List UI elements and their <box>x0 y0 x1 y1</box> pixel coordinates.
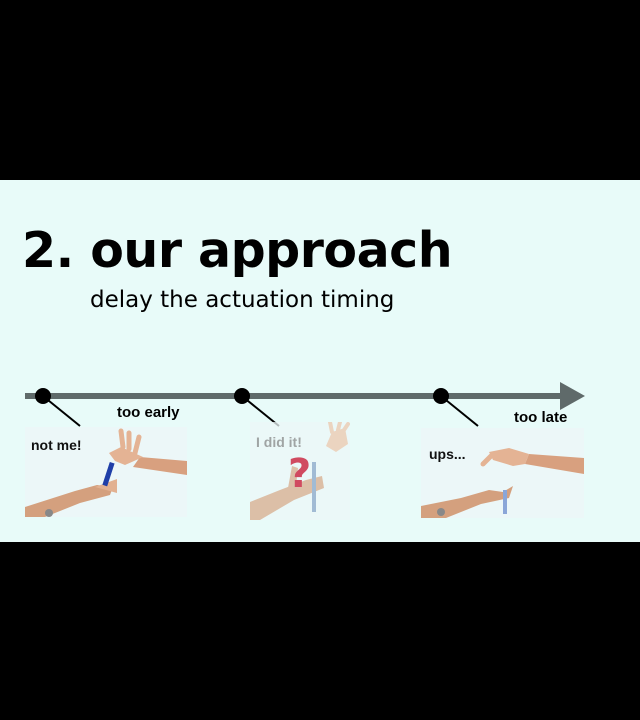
caption-not-me: not me! <box>31 437 82 453</box>
caption-i-did-it: I did it! <box>256 434 302 450</box>
timeline-pointer-3 <box>440 395 479 427</box>
photo-frame-not-me: not me! <box>25 427 187 517</box>
slide-title: 2. our approach <box>22 222 453 279</box>
photo-frame-ups: ups... <box>421 428 584 518</box>
question-mark-icon: ? <box>288 451 312 497</box>
label-too-early: too early <box>117 404 180 421</box>
hands-illustration <box>250 422 350 520</box>
slide-subtitle: delay the actuation timing <box>90 287 395 313</box>
hands-illustration <box>421 448 584 518</box>
photo-frame-i-did-it: I did it! ? <box>250 422 350 520</box>
timeline-arrow-head <box>560 382 585 410</box>
timeline <box>25 382 585 427</box>
timeline-pointer-2 <box>241 395 280 427</box>
pen <box>503 490 507 514</box>
label-too-late: too late <box>514 409 568 426</box>
slide: 2. our approach delay the actuation timi… <box>0 180 640 542</box>
timeline-pointer-1 <box>42 395 81 427</box>
hands-illustration <box>25 428 187 517</box>
pen <box>312 462 316 512</box>
caption-ups: ups... <box>429 446 466 462</box>
pen <box>102 461 115 487</box>
